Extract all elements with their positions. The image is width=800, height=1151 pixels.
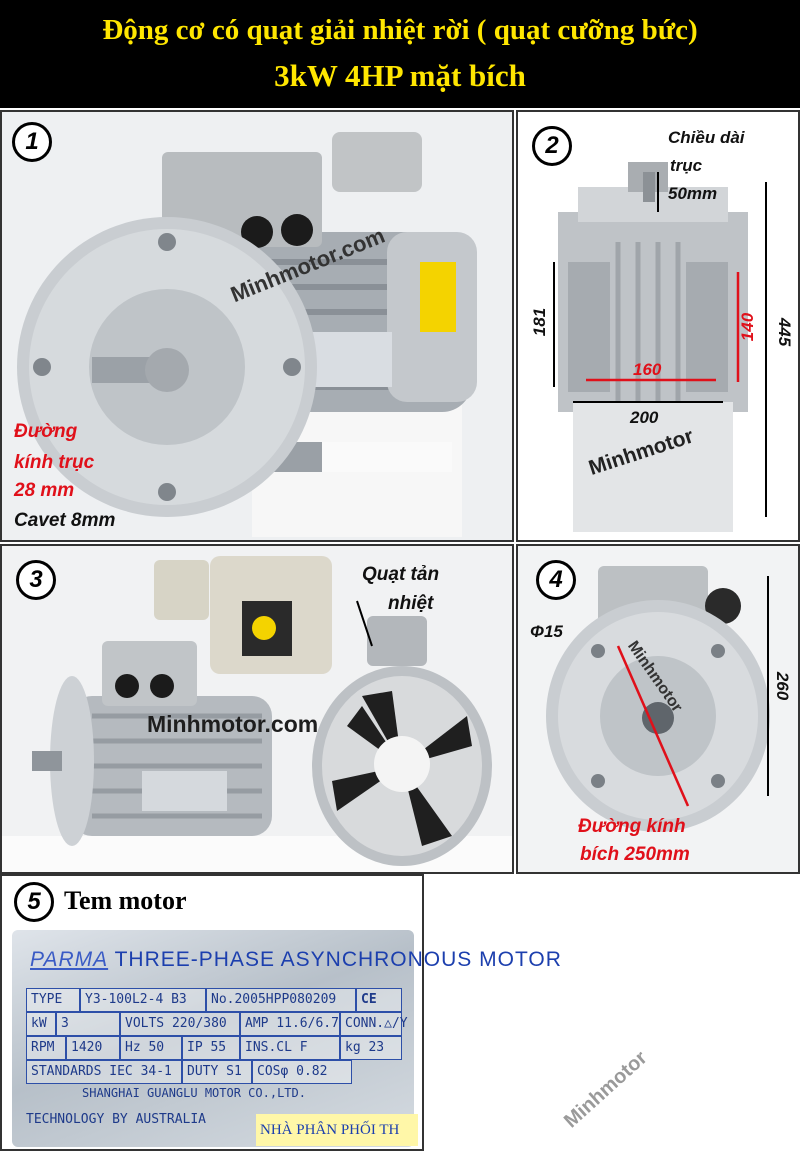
weight-value: kg 23 [340, 1036, 402, 1060]
shaft-diameter-label-1: Đường [14, 421, 78, 442]
plate-maker: SHANGHAI GUANGLU MOTOR CO.,LTD. [82, 1086, 306, 1100]
flange-label-1: Đường kính [578, 816, 686, 837]
motor-nameplate: PARMA THREE-PHASE ASYNCHRONOUS MOTOR TYP… [12, 930, 561, 1147]
fan-illustration [2, 546, 512, 872]
serial-number: No.2005HPP080209 [206, 988, 356, 1012]
type-label: TYPE [26, 988, 80, 1012]
fan-label-2: nhiệt [388, 593, 434, 614]
panel-number-1: 1 [12, 122, 52, 162]
fan-label-1: Quạt tản [362, 564, 440, 585]
volts-value: VOLTS 220/380 [120, 1012, 240, 1036]
dim-200-label: 200 [630, 408, 659, 427]
shaft-length-label-1: Chiều dài [668, 128, 745, 147]
rpm-value: 1420 [66, 1036, 120, 1060]
panel-dimensions: 2 Chiều dài trục 50mm 181 140 445 160 20… [516, 110, 800, 542]
dim-181-label: 181 [530, 307, 550, 337]
plate-brand: PARMA [30, 948, 109, 971]
panel-motor-photo: 1 Minhmotor.com Đường kính trục 28 mm Ca… [0, 110, 514, 542]
ip-value: IP 55 [182, 1036, 240, 1060]
panel-number-4: 4 [536, 560, 576, 600]
conn-value: CONN.△/Y [340, 1012, 408, 1036]
shaft-length-label-3: 50mm [668, 184, 718, 203]
dim-140-label: 140 [738, 312, 758, 342]
title-line-2: 3kW 4HP mặt bích [274, 58, 526, 93]
dim-445-label: 445 [775, 317, 795, 347]
kw-value: 3 [56, 1012, 120, 1036]
watermark-text: Minhmotor [560, 1046, 652, 1133]
flange-illustration [518, 546, 798, 872]
duty-value: DUTY S1 [182, 1060, 252, 1084]
rpm-label: RPM [26, 1036, 66, 1060]
shaft-diameter-label-2: kính trục [14, 452, 95, 473]
watermark-text: Minhmotor.com [147, 711, 319, 737]
dim-260-label: 260 [773, 671, 793, 701]
shaft-diameter-label-3: 28 mm [14, 480, 75, 501]
header-banner: Động cơ có quạt giải nhiệt rời ( quạt cư… [0, 0, 800, 108]
nameplate-title: Tem motor [64, 886, 187, 915]
ins-class-value: INS.CL F [240, 1036, 340, 1060]
type-value: Y3-100L2-4 B3 [80, 988, 206, 1012]
motor-illustration [2, 112, 512, 540]
dimension-drawing [518, 112, 798, 540]
dim-160-label: 160 [633, 360, 662, 379]
ce-mark: CE [356, 988, 402, 1012]
cos-value: COSφ 0.82 [252, 1060, 352, 1084]
hz-value: Hz 50 [120, 1036, 182, 1060]
panel-number-3: 3 [16, 560, 56, 600]
cavet-label: Cavet 8mm [14, 510, 116, 531]
hole-diameter-label: Φ15 [530, 622, 563, 641]
plate-heading: THREE-PHASE ASYNCHRONOUS MOTOR [114, 948, 562, 971]
standards-value: STANDARDS IEC 34-1 [26, 1060, 182, 1084]
dealer-sticker: NHÀ PHÂN PHỐI TH [256, 1114, 418, 1146]
title-line-1: Động cơ có quạt giải nhiệt rời ( quạt cư… [102, 14, 698, 46]
panel-number-2: 2 [532, 126, 572, 166]
panel-flange-photo: 4 Φ15 260 Minhmotor Đường kính bích 250m… [516, 544, 800, 874]
flange-label-2: bích 250mm [580, 844, 690, 865]
amp-value: AMP 11.6/6.7 [240, 1012, 340, 1036]
kw-label: kW [26, 1012, 56, 1036]
panel-fan-photo: 3 Quạt tản nhiệt Minhmotor.com [0, 544, 514, 874]
plate-technology: TECHNOLOGY BY AUSTRALIA [26, 1112, 207, 1127]
shaft-length-label-2: trục [670, 156, 703, 175]
panel-number-5: 5 [14, 882, 54, 922]
